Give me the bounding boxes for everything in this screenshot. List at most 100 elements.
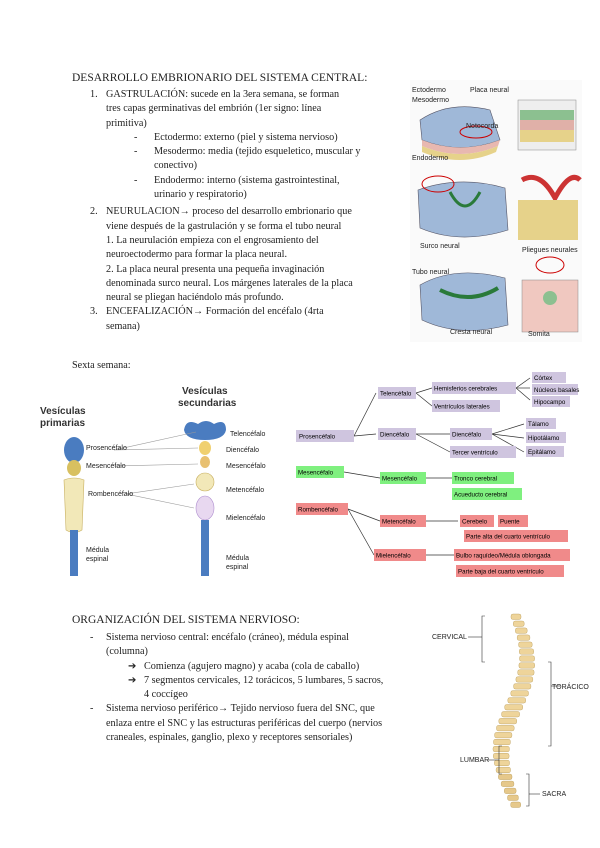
box-cerebelo bbox=[460, 515, 494, 527]
vesicles-figure: Vesículas primarias Vesículas secundaria… bbox=[36, 380, 286, 580]
vertebra bbox=[510, 801, 521, 808]
sec-label: Telencéfalo bbox=[230, 431, 266, 438]
list-number: 3. bbox=[90, 306, 98, 318]
box-text: Córtex bbox=[534, 375, 553, 382]
snc-line: (columna) bbox=[106, 646, 148, 658]
prim-label: Rombencéfalo bbox=[88, 491, 133, 498]
secundarias-title: secundarias bbox=[178, 398, 237, 409]
snc-line: Sistema nervioso central: encéfalo (crán… bbox=[106, 632, 349, 643]
sec-label: Metencéfalo bbox=[226, 487, 264, 494]
box-nucleos bbox=[532, 384, 578, 395]
snp-line: craneales, espinales, ganglio, plexo y r… bbox=[106, 732, 353, 744]
snc-sub-line: 7 segmentos cervicales, 12 torácicos, 5 … bbox=[144, 674, 384, 686]
section2-title: ORGANIZACIÓN DEL SISTEMA NERVIOSO: bbox=[72, 614, 300, 626]
embryo-label: Placa neural bbox=[470, 87, 509, 94]
neurulacion-sub: 2. La placa neural presenta una pequeña … bbox=[106, 263, 325, 275]
box-talamo bbox=[526, 418, 556, 429]
vertebra bbox=[516, 634, 531, 641]
list-number: 2. bbox=[90, 206, 98, 218]
box-mesencefalo bbox=[296, 466, 344, 478]
vertebra bbox=[518, 641, 533, 648]
box-parte-alta bbox=[464, 530, 568, 542]
spine-label: SACRA bbox=[542, 791, 566, 798]
encefalizacion-line: ENCEFALIZACIÓN→ Formación del encéfalo (… bbox=[106, 306, 324, 318]
medula-label: espinal bbox=[226, 564, 249, 571]
box-bulbo bbox=[454, 549, 570, 561]
box-text: Núcleos basales bbox=[534, 387, 579, 394]
tree-boxes: Prosencéfalo Telencéfalo Hemisferios cer… bbox=[296, 372, 579, 577]
box-text: Puente bbox=[500, 519, 520, 526]
vertebra bbox=[501, 711, 520, 718]
sec-label: Diencéfalo bbox=[226, 447, 259, 454]
box-text: Tronco cerebral bbox=[454, 476, 497, 483]
dash-marker: - bbox=[134, 146, 138, 158]
spine-label: TORÁCICO bbox=[552, 682, 589, 691]
vesicle-connectors bbox=[113, 431, 199, 509]
encefalizacion-item: 3. ENCEFALIZACIÓN→ Formación del encéfal… bbox=[72, 305, 402, 334]
list-number: 1. bbox=[90, 89, 98, 100]
organizacion-block: - Sistema nervioso central: encéfalo (cr… bbox=[72, 631, 412, 745]
box-text: Tercer ventrículo bbox=[452, 450, 498, 457]
neurulacion-sub: neuroectodermo para formar la placa neur… bbox=[106, 249, 288, 261]
vertebra bbox=[492, 746, 510, 753]
snc-sub-line: Comienza (agujero magno) y acaba (cola d… bbox=[144, 660, 360, 672]
snp-item: - Sistema nervioso periférico→ Tejido ne… bbox=[72, 702, 412, 745]
box-cortex bbox=[532, 372, 566, 383]
vertebra bbox=[496, 725, 515, 732]
embryo-label: Somita bbox=[528, 331, 550, 338]
gastrula-panel: Ectodermo Mesodermo Endodermo Notocorda … bbox=[412, 87, 577, 162]
vertebra bbox=[519, 655, 535, 662]
layer-item: - Ectodermo: externo (piel y sistema ner… bbox=[72, 131, 402, 145]
snc-item: - Sistema nervioso central: encéfalo (cr… bbox=[72, 631, 412, 660]
vertebra bbox=[498, 773, 513, 780]
snp-line: enlaza entre el SNC y las estructuras pe… bbox=[106, 717, 383, 729]
arrow-bullet: ➔ bbox=[128, 674, 137, 686]
vertebra bbox=[507, 697, 526, 704]
box-text: Diencéfalo bbox=[380, 432, 410, 439]
vertebra bbox=[507, 794, 519, 801]
box-parte-baja bbox=[456, 565, 564, 577]
vertebra bbox=[515, 676, 534, 683]
dash-marker: - bbox=[134, 174, 138, 186]
sec-label: Mielencéfalo bbox=[226, 515, 265, 522]
layer-text: urinario y respiratorio) bbox=[154, 189, 247, 201]
neurulacion-item: 2. NEURULACION→ proceso del desarrollo e… bbox=[72, 205, 402, 305]
medula-label: Médula bbox=[86, 547, 109, 554]
box-rombencefalo bbox=[296, 503, 348, 515]
box-text: Cerebelo bbox=[462, 519, 488, 526]
encefalizacion-line: semana) bbox=[106, 320, 140, 332]
box-text: Epitálamo bbox=[528, 449, 556, 456]
box-metencefalo bbox=[380, 515, 426, 527]
box-text: Mesencéfalo bbox=[298, 470, 334, 477]
spine-label: LUMBAR bbox=[460, 757, 489, 764]
vertebra bbox=[495, 766, 511, 773]
box-text: Hipotálamo bbox=[528, 435, 560, 442]
arrow-bullet: ➔ bbox=[128, 660, 137, 672]
box-ventriculos bbox=[432, 400, 500, 412]
embryo-label: Cresta neural bbox=[450, 329, 492, 336]
neurulacion-line: viene después de la gastrulación y se fo… bbox=[106, 220, 342, 232]
box-text: Telencéfalo bbox=[380, 391, 412, 398]
box-hemisferios bbox=[432, 382, 516, 394]
box-text: Parte baja del cuarto ventrículo bbox=[458, 569, 544, 576]
snc-sub-item: ➔ 7 segmentos cervicales, 12 torácicos, … bbox=[72, 674, 412, 703]
vertebra bbox=[510, 690, 529, 697]
primarias-title: primarias bbox=[40, 418, 85, 429]
dash-marker: - bbox=[134, 131, 138, 143]
layer-item: - Endodermo: interno (sistema gastrointe… bbox=[72, 174, 402, 203]
brain-tree-diagram: Prosencéfalo Telencéfalo Hemisferios cer… bbox=[292, 366, 582, 580]
box-text: Bulbo raquídeo/Médula oblongada bbox=[456, 553, 551, 560]
gastrulacion-item: 1. GASTRULACIÓN: sucede en la 3era seman… bbox=[72, 88, 402, 131]
embryo-label: Pliegues neurales bbox=[522, 247, 578, 254]
box-diencefalo2 bbox=[450, 428, 492, 440]
embryo-label: Notocorda bbox=[466, 123, 498, 130]
vertebra bbox=[519, 648, 534, 655]
neural-groove-panel: Surco neural Pliegues neurales bbox=[417, 174, 582, 254]
vertebra bbox=[517, 669, 535, 676]
layer-text: conectivo) bbox=[154, 160, 197, 172]
box-text: Mielencéfalo bbox=[376, 553, 411, 560]
box-acueducto bbox=[452, 488, 522, 500]
primarias-title: Vesículas bbox=[40, 406, 86, 417]
spine-brackets bbox=[468, 615, 560, 807]
vertebra bbox=[500, 780, 515, 787]
